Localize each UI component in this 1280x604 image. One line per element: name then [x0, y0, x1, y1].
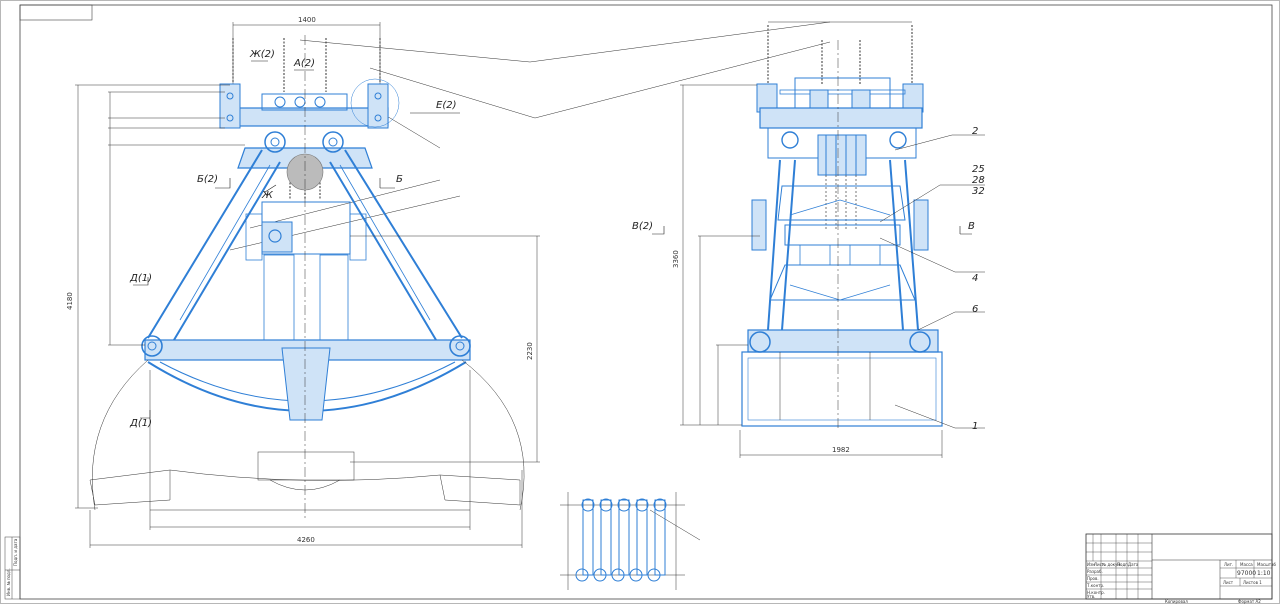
label-d1-upper: Д(1): [129, 273, 152, 284]
dim-lower-height: 2230: [526, 342, 534, 360]
label-v: В: [968, 221, 975, 232]
dim-top-width: 1400: [298, 16, 316, 24]
label-b: Б: [396, 174, 403, 185]
dim-side-height: 3360: [672, 250, 680, 268]
tb-col-date: Дата: [1128, 562, 1139, 567]
label-zh2: Ж(2): [249, 49, 275, 60]
callout-2: 2: [972, 126, 978, 137]
tb-col-list: Лист: [1094, 562, 1105, 567]
callout-28: 28: [972, 175, 985, 186]
label-v2: В(2): [632, 221, 653, 232]
dim-side-width: 1982: [832, 446, 850, 454]
dim-overall-width: 4260: [297, 536, 315, 544]
tb-scale-value: 1:10: [1257, 570, 1271, 577]
strip-label-2: Подп. и дата: [13, 538, 18, 566]
tb-row-prov: Пров.: [1087, 576, 1099, 581]
title-block: Изм Лист № докум. Подп. Дата Разраб. Про…: [1085, 533, 1277, 604]
side-strip: Инв. № подл. Подп. и дата: [4, 536, 21, 600]
tb-copied: Копировал: [1165, 599, 1188, 604]
callout-1: 1: [972, 421, 978, 432]
callout-32: 32: [972, 186, 985, 197]
label-a2: А(2): [293, 58, 315, 69]
tb-masshtab: Масштаб: [1257, 562, 1277, 567]
front-view: 1400: [66, 16, 540, 548]
strip-label-1: Инв. № подл.: [6, 568, 11, 596]
tb-mass-value: 97000: [1237, 570, 1256, 577]
tb-massa: Масса: [1240, 562, 1253, 567]
label-b2: Б(2): [197, 174, 218, 185]
detail-view: [560, 492, 701, 590]
label-d1-lower: Д(1): [129, 418, 152, 429]
tb-col-doc: № докум.: [1102, 562, 1122, 567]
tb-col-sign: Подп.: [1117, 562, 1129, 567]
side-view: 3360 1982 В(2) В 2 25 28 32 4 6 1: [529, 21, 985, 458]
label-e2: Е(2): [436, 100, 456, 111]
tb-sheet: Лист: [1223, 580, 1234, 585]
tb-row-razrab: Разраб.: [1087, 569, 1103, 574]
callout-25: 25: [972, 164, 985, 175]
tb-row-tkontr: Т.контр.: [1086, 583, 1104, 588]
tb-row-nkontr: Н.контр.: [1087, 590, 1105, 595]
label-zh: Ж: [261, 190, 274, 201]
tb-sheets: Листов 1: [1243, 580, 1262, 585]
drawing-frame: [19, 4, 1273, 600]
tb-col-izm: Изм: [1087, 562, 1095, 567]
tb-lit: Лит.: [1224, 562, 1233, 567]
tb-format: Формат А2: [1238, 599, 1261, 604]
dim-overall-height: 4180: [66, 292, 74, 310]
top-corner-box: [19, 4, 93, 21]
callout-6: 6: [972, 304, 978, 315]
callout-4: 4: [972, 273, 978, 284]
tb-row-utv: Утв.: [1087, 594, 1095, 599]
